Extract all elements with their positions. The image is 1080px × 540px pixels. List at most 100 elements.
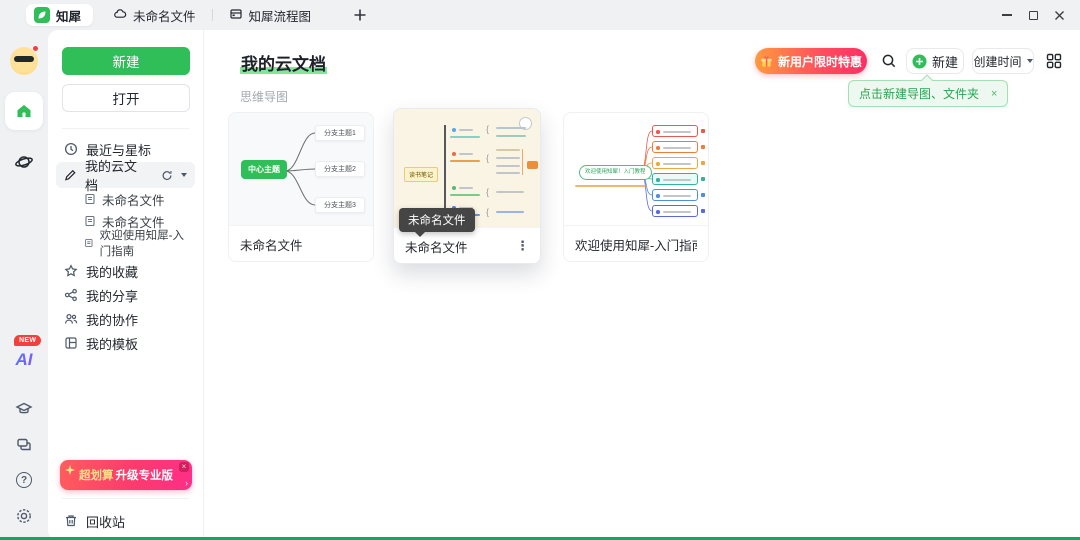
tooltip-close-icon[interactable]: × [991, 87, 998, 100]
sidebar-item-collaboration[interactable]: 我的协作 [56, 306, 195, 332]
promo-arrow-icon: › [185, 478, 188, 488]
bottom-accent-strip [0, 537, 1080, 540]
sidebar-item-recent[interactable]: 最近与星标 [56, 136, 195, 162]
branch-tag [701, 177, 705, 181]
rail-item-settings[interactable] [0, 507, 48, 525]
text-bar [459, 187, 473, 189]
document-card[interactable]: 读书笔记 { { [393, 108, 541, 264]
left-rail: NEW AI ? [0, 30, 48, 540]
sidebar-doc-item[interactable]: 未命名文件 [84, 210, 195, 232]
tab-flowchart[interactable]: 知犀流程图 [229, 6, 312, 25]
app-tab[interactable]: 知犀 [26, 4, 94, 26]
create-new-button[interactable]: 新建 [906, 48, 964, 74]
titlebar: 知犀 未命名文件 知犀流程图 [0, 0, 1080, 30]
rail-item-discover[interactable] [0, 152, 48, 172]
sidebar-item-label: 我的协作 [86, 312, 139, 328]
text-bar [496, 127, 526, 129]
page-title: 我的云文档 [240, 55, 327, 74]
sidebar-item-label: 回收站 [86, 514, 126, 530]
gear-icon [17, 509, 31, 523]
user-avatar[interactable] [10, 45, 39, 75]
section-label: 思维导图 [240, 90, 289, 104]
text-bar [459, 129, 473, 131]
maximize-button[interactable] [1020, 2, 1046, 28]
mindmap-preview: 中心主题 分支主题1 分支主题2 分支主题3 [229, 113, 373, 225]
text-bar [496, 211, 524, 213]
sidebar-item-label: 我的云文档 [84, 159, 137, 193]
branch-node [652, 205, 698, 217]
card-title: 未命名文件 [405, 240, 468, 255]
new-user-promo-button[interactable]: 新用户限时特惠 [755, 48, 867, 74]
people-icon [65, 313, 78, 324]
text-bar [496, 149, 520, 151]
rail-item-ai[interactable]: AI [0, 350, 48, 370]
search-icon [882, 54, 896, 68]
tab-label: 未命名文件 [133, 9, 196, 24]
topic-dot [452, 186, 456, 190]
chevron-down-icon [1026, 59, 1033, 63]
more-icon[interactable]: ⋮ [516, 238, 529, 253]
collapse-caret-icon[interactable] [181, 173, 188, 177]
central-topic-node: 欢迎使用知犀！入门教程 [579, 165, 652, 180]
rail-item-community[interactable] [0, 436, 48, 454]
tab-label: 知犀流程图 [248, 9, 312, 24]
card-title: 欢迎使用知犀-入门指南 [575, 238, 697, 253]
upgrade-promo-banner[interactable]: 超划算 升级专业版 × › [60, 460, 192, 490]
rail-item-help[interactable]: ? [0, 472, 48, 488]
sidebar-item-shares[interactable]: 我的分享 [56, 282, 195, 308]
minimize-button[interactable] [994, 2, 1020, 28]
text-bar [496, 172, 520, 174]
sidebar-item-templates[interactable]: 我的模板 [56, 330, 195, 356]
layers-icon [17, 438, 31, 451]
select-radio[interactable] [519, 117, 532, 130]
close-button[interactable] [1046, 2, 1072, 28]
sidebar-item-favorites[interactable]: 我的收藏 [56, 258, 195, 284]
sidebar-doc-item[interactable]: 未命名文件 [84, 188, 195, 210]
document-icon [85, 193, 95, 205]
document-icon [85, 238, 93, 248]
tab-unnamed-file[interactable]: 未命名文件 [113, 6, 196, 25]
new-badge: NEW [14, 335, 42, 346]
sidebar-open-button[interactable]: 打开 [62, 84, 190, 112]
flowchart-icon [229, 7, 243, 24]
branch-tag [701, 193, 705, 197]
search-button[interactable] [874, 48, 904, 74]
brace-glyph: { [486, 124, 490, 134]
share-icon [64, 288, 77, 302]
sidebar-item-label: 我的模板 [86, 336, 139, 352]
note-line [575, 185, 647, 187]
new-tab-button[interactable] [353, 8, 367, 22]
brace-glyph: { [486, 153, 490, 163]
underline-bar [450, 136, 480, 138]
home-icon [17, 105, 31, 117]
graduation-cap-icon [15, 402, 33, 414]
rail-item-tutorial[interactable] [0, 400, 48, 418]
refresh-icon[interactable] [161, 169, 173, 182]
branch-node [652, 125, 698, 137]
sidebar-new-button[interactable]: 新建 [62, 47, 190, 75]
sidebar-item-trash[interactable]: 回收站 [56, 508, 195, 534]
text-bar [459, 207, 473, 209]
sort-label: 创建时间 [973, 54, 1022, 69]
grid-view-icon [1046, 53, 1062, 69]
trunk-line [444, 125, 446, 211]
promo-close-icon[interactable]: × [179, 462, 189, 472]
document-card[interactable]: 欢迎使用知犀！入门教程 欢迎使用知犀-入门指南 [563, 112, 709, 262]
sidebar-item-label: 最近与星标 [86, 142, 152, 158]
branch-tag [701, 145, 705, 149]
sidebar-doc-item[interactable]: 欢迎使用知犀-入门指南 [84, 230, 195, 258]
sidebar-item-cloud-docs[interactable]: 我的云文档 [56, 159, 195, 193]
branch-node: 分支主题1 [315, 125, 365, 141]
minimize-icon [1002, 14, 1012, 16]
branch-tag [701, 209, 705, 213]
document-icon [85, 215, 95, 227]
branch-node [652, 141, 698, 153]
rail-item-home[interactable] [5, 92, 43, 130]
underline-bar [450, 160, 480, 162]
promo-highlight: 超划算 [79, 470, 114, 482]
connector-lines [284, 132, 316, 206]
sort-dropdown[interactable]: 创建时间 [972, 48, 1034, 74]
document-card[interactable]: 中心主题 分支主题1 分支主题2 分支主题3 未命名文件 [228, 112, 374, 262]
branch-node [652, 173, 698, 185]
view-toggle-button[interactable] [1040, 48, 1068, 74]
